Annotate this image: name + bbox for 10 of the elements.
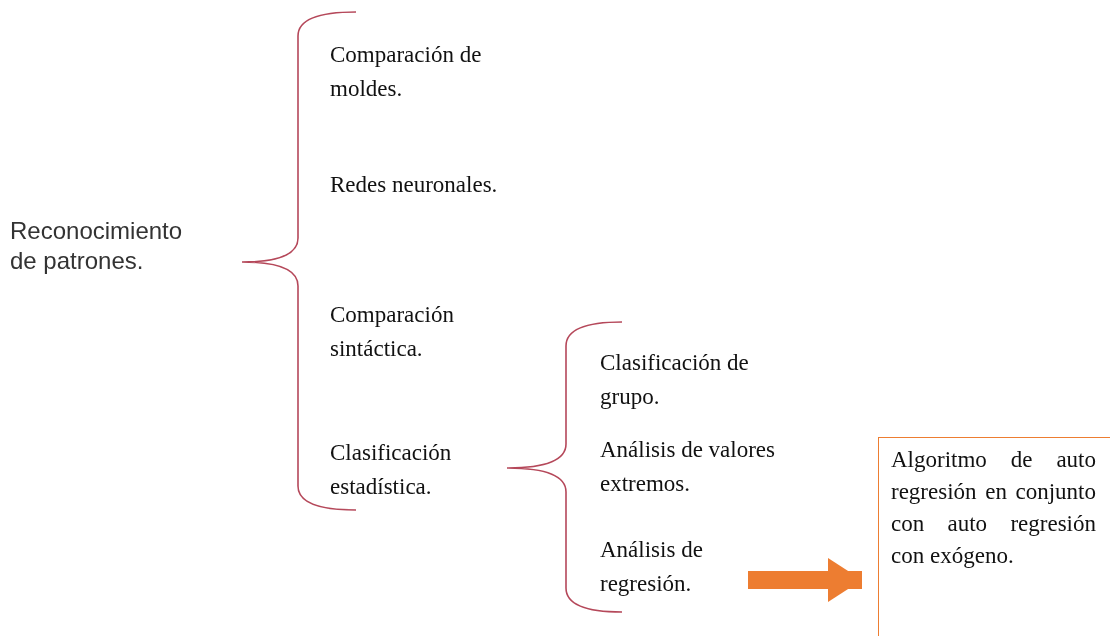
text-box: Algoritmo de auto regresión en conjunto con auto regresión con exógeno. [878, 437, 1110, 636]
node-text: Análisis de valores extremos. [600, 433, 840, 501]
block-arrow [748, 558, 862, 602]
node-text: Clasificación estadística. [330, 436, 505, 504]
node-text: Clasificación de grupo. [600, 346, 800, 414]
node-text: Comparación de moldes. [330, 38, 550, 106]
node-text: Análisis de regresión. [600, 533, 745, 601]
node-text: Redes neuronales. [330, 168, 570, 202]
node-text: Comparación sintáctica. [330, 298, 510, 366]
node-text: Reconocimiento de patrones. [10, 216, 200, 276]
